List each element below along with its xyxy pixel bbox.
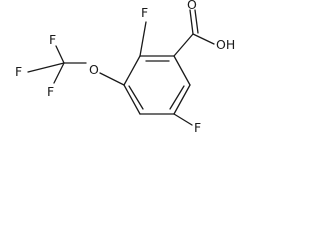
ring-double-bond-left (128, 85, 144, 110)
atom-f-cf3-top: F (49, 32, 56, 47)
bond-cf3-f-left (27, 62, 65, 73)
ring-bond-right (173, 84, 191, 115)
bond-ring-carboxyl (173, 33, 194, 57)
structure-canvas: F O OH F O F F F (0, 0, 268, 138)
atom-oh-acid: OH (216, 37, 235, 52)
ring-bond-top-right (173, 55, 191, 86)
chemical-structure: F O OH F O F F F (15, 0, 235, 135)
bond-cf3-f-bottom (53, 62, 65, 84)
atom-o-ether: O (89, 62, 99, 77)
bond-carbonyl-2 (194, 9, 199, 34)
atom-o-carbonyl: O (187, 0, 197, 12)
bond-carboxyl-oh (192, 33, 215, 45)
substituent-bonds (27, 9, 215, 126)
atom-f-cf3-bottom: F (47, 84, 54, 99)
bond-c-f-bottom (173, 113, 193, 126)
atom-f-top: F (141, 5, 148, 20)
atom-f-bottom: F (194, 120, 201, 135)
bond-ring-ether (99, 72, 125, 86)
bond-carbonyl-1 (189, 9, 194, 35)
bond-c-f-top (139, 21, 147, 57)
ring-bond-bottom-left (123, 84, 141, 115)
ring-double-bond-right (169, 85, 185, 110)
ring-bond-left (123, 55, 141, 86)
atom-f-cf3-left: F (15, 64, 22, 79)
bond-cf3-f-top (55, 45, 65, 64)
benzene-ring (123, 55, 191, 115)
atom-labels: F O OH F O F F F (15, 0, 235, 135)
